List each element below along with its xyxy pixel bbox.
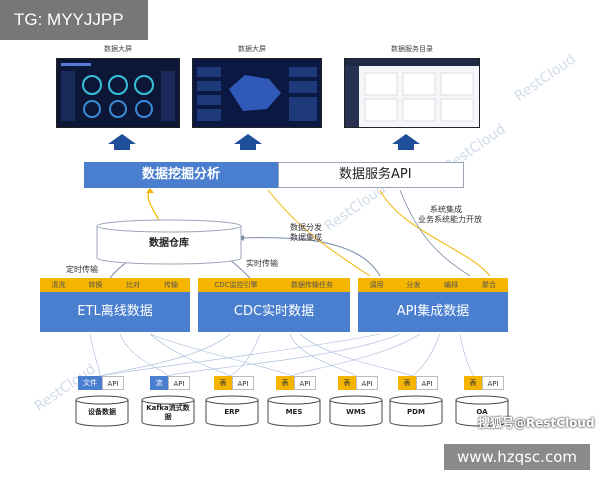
annotation-distribute: 数据分发	[290, 223, 322, 232]
up-arrow-icon	[392, 134, 420, 150]
api-step: 编排	[444, 281, 458, 289]
annotation-integrate: 数据集成	[290, 233, 322, 242]
annotation-system-integration: 系统集成	[430, 205, 462, 214]
cdc-step: 数据传输任务	[291, 281, 333, 289]
api-step: 聚合	[482, 281, 496, 289]
etl-title: ETL离线数据	[40, 292, 190, 332]
site-watermark: www.hzqsc.com	[444, 444, 590, 470]
dashboard-screen-2	[192, 58, 322, 128]
screen-label: 数据大屏	[104, 45, 132, 53]
annotation-realtime: 实时传输	[246, 259, 278, 268]
database-cylinder-icon	[141, 395, 195, 427]
api-step: 分发	[406, 281, 421, 289]
cdc-steps: CDC监控引擎 数据传输任务	[198, 278, 350, 292]
screen-label: 数据大屏	[238, 45, 266, 53]
api-module: 调用 分发 编排 聚合 API集成数据	[358, 278, 508, 332]
service-catalog-screen	[344, 58, 480, 128]
up-arrow-icon	[108, 134, 136, 150]
source-api-chip: API	[102, 376, 124, 390]
data-warehouse-cylinder	[96, 219, 242, 265]
source-name: OA	[476, 408, 488, 416]
source-api-chip: API	[294, 376, 316, 390]
source-api-chip: API	[232, 376, 254, 390]
etl-module: 清洗 转换 比对 传输 ETL离线数据	[40, 278, 190, 332]
source-type-chip: 文件	[78, 376, 102, 390]
etl-step: 传输	[164, 281, 178, 289]
source-type-chip: 表	[276, 376, 294, 390]
source-type-chip: 表	[398, 376, 416, 390]
screen-label: 数据服务目录	[391, 45, 433, 53]
database-cylinder-icon	[389, 395, 443, 427]
source-type-chip: 表	[338, 376, 356, 390]
source-name: MES	[285, 408, 303, 416]
source-type-chip: 流	[150, 376, 168, 390]
etl-step: 比对	[126, 281, 140, 289]
source-name: ERP	[224, 408, 240, 416]
database-cylinder-icon	[75, 395, 129, 427]
etl-step: 清洗	[51, 281, 66, 289]
data-mining-analysis: 数据挖掘分析	[84, 162, 278, 188]
data-service-api: 数据服务API	[278, 162, 464, 188]
dashboard-screen-1	[56, 58, 180, 128]
database-cylinder-icon	[329, 395, 383, 427]
annotation-capability-open: 业务系统能力开放	[418, 215, 482, 224]
warehouse-label: 数据仓库	[149, 238, 189, 249]
source-name: Kafka流式数据	[146, 404, 190, 421]
source-name: WMS	[346, 408, 366, 416]
source-name: PDM	[407, 408, 425, 416]
cdc-module: CDC监控引擎 数据传输任务 CDC实时数据	[198, 278, 350, 332]
source-api-chip: API	[482, 376, 504, 390]
annotation-scheduled: 定时传输	[66, 265, 98, 274]
tg-watermark: TG: MYYJJPP	[0, 0, 148, 40]
api-step: 调用	[369, 281, 384, 289]
etl-step: 转换	[88, 281, 103, 289]
up-arrow-icon	[234, 134, 262, 150]
sohu-watermark: 搜狐号@RestCloud	[478, 416, 595, 430]
cdc-step: CDC监控引擎	[214, 281, 258, 289]
source-name: 设备数据	[88, 408, 116, 416]
cdc-title: CDC实时数据	[198, 292, 350, 332]
source-api-chip: API	[416, 376, 438, 390]
database-cylinder-icon	[205, 395, 259, 427]
api-title: API集成数据	[358, 292, 508, 332]
source-type-chip: 表	[464, 376, 482, 390]
api-steps: 调用 分发 编排 聚合	[358, 278, 508, 292]
database-cylinder-icon	[267, 395, 321, 427]
database-cylinder-icon	[455, 395, 509, 427]
source-type-chip: 表	[214, 376, 232, 390]
etl-steps: 清洗 转换 比对 传输	[40, 278, 190, 292]
source-api-chip: API	[356, 376, 378, 390]
source-api-chip: API	[168, 376, 190, 390]
